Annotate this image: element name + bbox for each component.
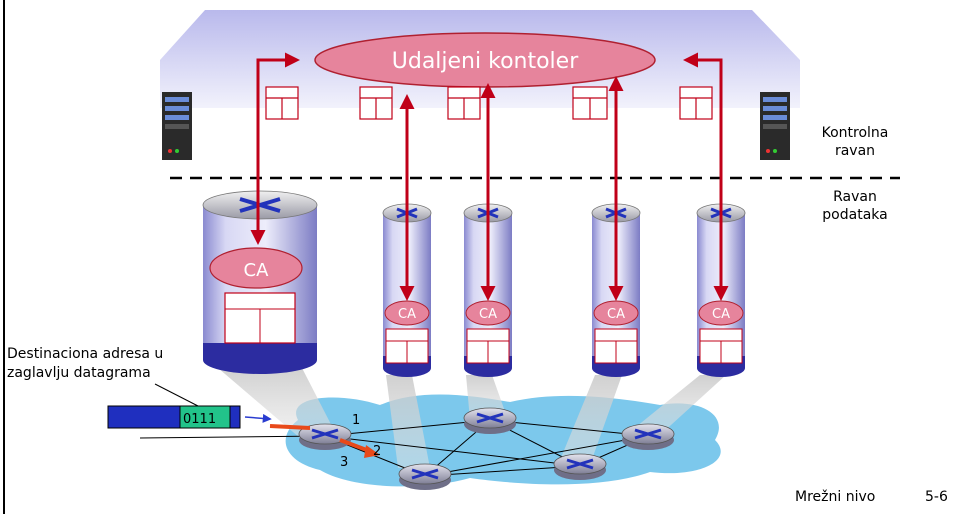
ca-label: CA bbox=[712, 307, 730, 322]
ca-ellipse bbox=[593, 300, 639, 326]
flow-table-icon bbox=[359, 86, 393, 120]
router-icon bbox=[553, 453, 607, 480]
ca-ellipse bbox=[698, 300, 744, 326]
destination-address-field bbox=[179, 405, 231, 429]
data-plane-label-2: podataka bbox=[822, 207, 887, 223]
flow-table-icon bbox=[679, 86, 713, 120]
data-plane-label-1: Ravan bbox=[833, 189, 877, 205]
packet-arrow bbox=[244, 413, 272, 423]
ca-label: CA bbox=[398, 307, 416, 322]
control-plane-label-1: Kontrolna bbox=[822, 125, 889, 141]
ca-ellipse bbox=[209, 247, 303, 289]
control-arrows bbox=[250, 52, 729, 301]
port-3: 3 bbox=[340, 455, 348, 470]
destination-label-1: Destinaciona adresa u bbox=[7, 346, 163, 362]
footer-page: 5-6 bbox=[925, 489, 948, 505]
ca-ellipse bbox=[384, 300, 430, 326]
destination-label-2: zaglavlju datagrama bbox=[7, 365, 151, 381]
datagram-packet: 0111 bbox=[107, 405, 241, 429]
router-icon bbox=[463, 407, 517, 434]
router-icon bbox=[298, 423, 352, 450]
ca-label: CA bbox=[244, 260, 270, 281]
port-1: 1 bbox=[352, 413, 360, 428]
router-cylinder-3: CA bbox=[463, 203, 513, 377]
flow-table-icon bbox=[447, 86, 481, 120]
router-icon bbox=[621, 423, 675, 450]
callout-line bbox=[154, 383, 199, 407]
ca-label: CA bbox=[479, 307, 497, 322]
flow-table-icon bbox=[265, 86, 299, 120]
forward-arrow-head bbox=[364, 445, 380, 458]
server-icon-right bbox=[760, 92, 790, 160]
ca-label: CA bbox=[607, 307, 625, 322]
network-routers bbox=[298, 407, 675, 490]
router-icon bbox=[398, 463, 452, 490]
controller-label: Udaljeni kontoler bbox=[392, 49, 579, 74]
flow-table-icon bbox=[572, 86, 608, 120]
control-link-5 bbox=[683, 52, 729, 301]
router-cylinder-large: CA bbox=[202, 190, 318, 374]
ingress-arrow bbox=[269, 424, 311, 430]
destination-address-value: 0111 bbox=[183, 412, 216, 427]
server-icon-left bbox=[162, 92, 192, 160]
port-2: 2 bbox=[373, 444, 381, 459]
footer-section: Mrežni nivo bbox=[795, 489, 875, 505]
ca-ellipse bbox=[465, 300, 511, 326]
control-link-1 bbox=[250, 52, 300, 245]
control-plane-label-2: ravan bbox=[835, 143, 875, 159]
